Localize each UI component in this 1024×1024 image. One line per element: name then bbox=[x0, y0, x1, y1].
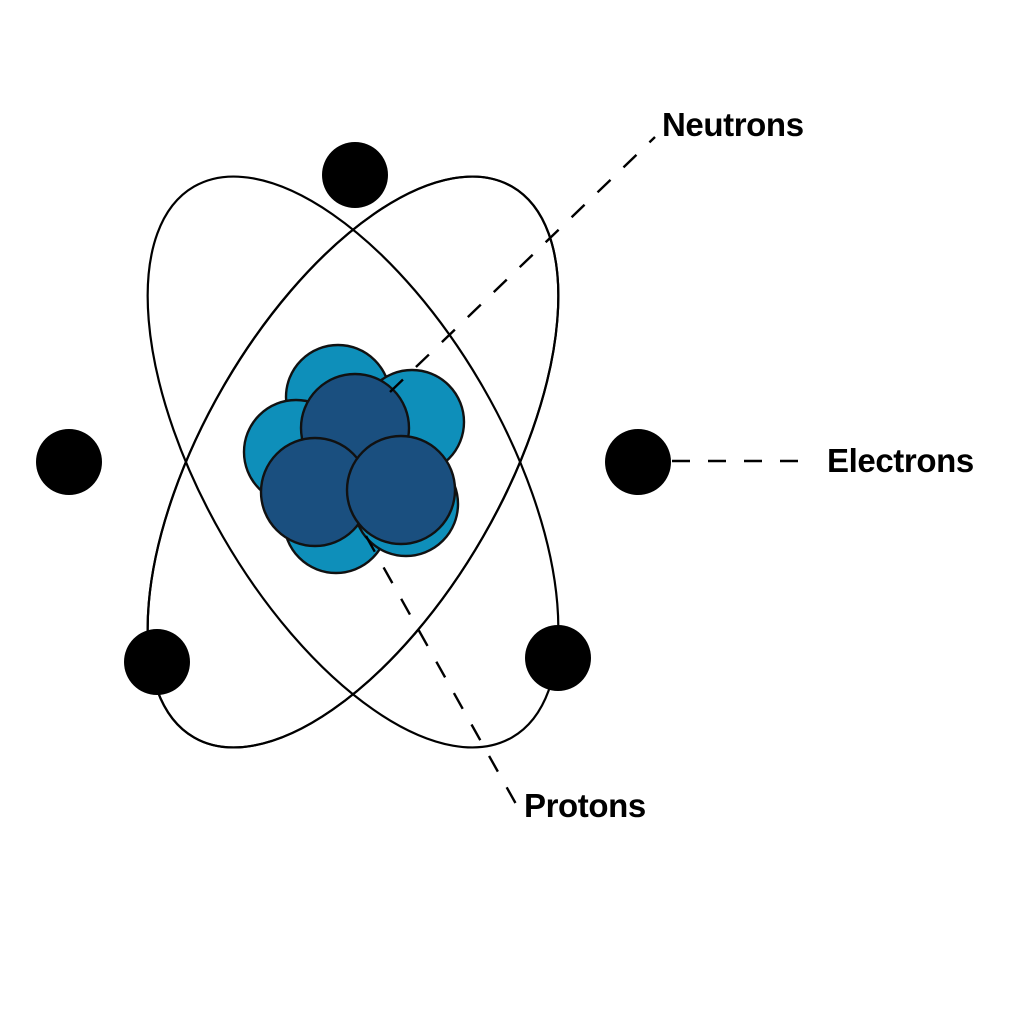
electron-sphere bbox=[525, 625, 591, 691]
electron-sphere bbox=[322, 142, 388, 208]
orbit-diagonal-left bbox=[146, 175, 560, 749]
orbit-horizontal bbox=[146, 175, 560, 749]
electrons-label: Electrons bbox=[827, 442, 974, 479]
protons-leader-line bbox=[364, 535, 518, 805]
leader-line-group bbox=[364, 136, 816, 805]
protons-label: Protons bbox=[524, 787, 646, 824]
electron-group bbox=[36, 142, 671, 695]
electron-sphere bbox=[605, 429, 671, 495]
proton-group bbox=[259, 372, 457, 548]
orbit-group bbox=[146, 175, 560, 749]
proton-sphere bbox=[345, 434, 457, 546]
electron-sphere bbox=[124, 629, 190, 695]
electron-sphere bbox=[36, 429, 102, 495]
neutrons-leader-line bbox=[389, 136, 656, 393]
neutrons-label: Neutrons bbox=[662, 106, 804, 143]
